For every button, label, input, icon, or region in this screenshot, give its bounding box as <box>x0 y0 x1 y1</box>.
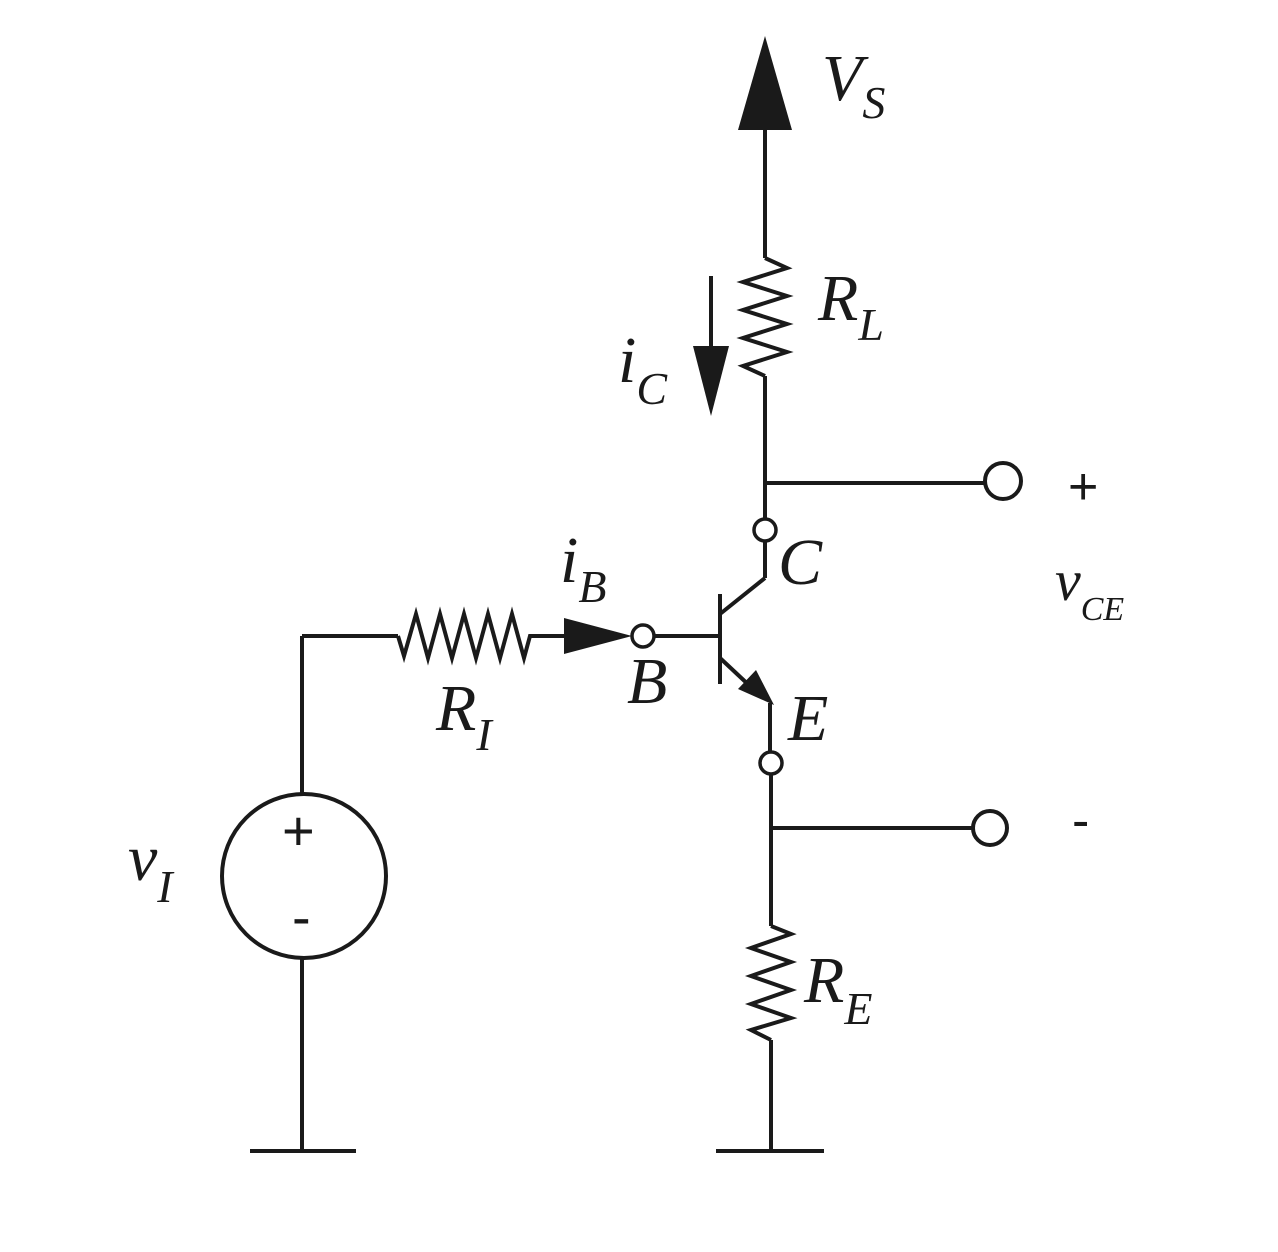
supply-label: VS <box>822 42 885 128</box>
transistor-collector-lead <box>718 576 767 616</box>
emitter-label: E <box>787 682 828 755</box>
load-resistor-label-sub: L <box>857 299 884 350</box>
input-source-label-main: v <box>128 822 158 895</box>
base-current-arrowhead <box>564 618 632 654</box>
collector-current-label: iC <box>618 324 668 414</box>
load-resistor <box>736 256 794 378</box>
input-source-minus: - <box>292 885 311 948</box>
input-resistor <box>396 606 536 666</box>
base-current-label-main: i <box>560 524 578 597</box>
base-current-label-sub: B <box>578 561 606 612</box>
base-label: B <box>627 645 667 718</box>
base-current-label: iB <box>560 524 606 612</box>
supply-label-main: V <box>822 42 869 115</box>
collector-node <box>752 517 778 543</box>
transistor-emitter-arrow <box>738 670 774 705</box>
collector-current-label-sub: C <box>636 363 668 414</box>
supply-arrow <box>738 36 792 130</box>
load-resistor-label: RL <box>817 262 884 350</box>
input-source-plus: + <box>282 799 315 862</box>
emitter-node <box>758 750 784 776</box>
output-voltage-label: vCE <box>1055 548 1124 628</box>
input-resistor-label-sub: I <box>475 709 494 760</box>
load-resistor-label-main: R <box>817 262 858 335</box>
input-resistor-label: RI <box>435 672 494 760</box>
emitter-resistor-label-sub: E <box>843 983 872 1034</box>
base-node <box>630 623 656 649</box>
output-minus-terminal <box>971 809 1009 847</box>
emitter-resistor-label-main: R <box>803 944 844 1017</box>
output-plus-terminal <box>983 461 1023 501</box>
output-voltage-label-sub: CE <box>1081 591 1125 628</box>
emitter-resistor-label: RE <box>803 944 872 1034</box>
input-resistor-label-main: R <box>435 672 476 745</box>
collector-current-label-main: i <box>618 324 636 397</box>
input-source-label: vI <box>128 822 175 912</box>
output-plus-sign: + <box>1068 458 1098 516</box>
collector-current-arrowhead <box>693 346 729 416</box>
input-source-label-sub: I <box>156 861 175 912</box>
collector-label: C <box>778 526 823 599</box>
supply-label-sub: S <box>862 77 885 128</box>
output-minus-sign: - <box>1072 792 1089 850</box>
output-voltage-label-main: v <box>1055 548 1081 613</box>
emitter-resistor <box>744 924 798 1042</box>
